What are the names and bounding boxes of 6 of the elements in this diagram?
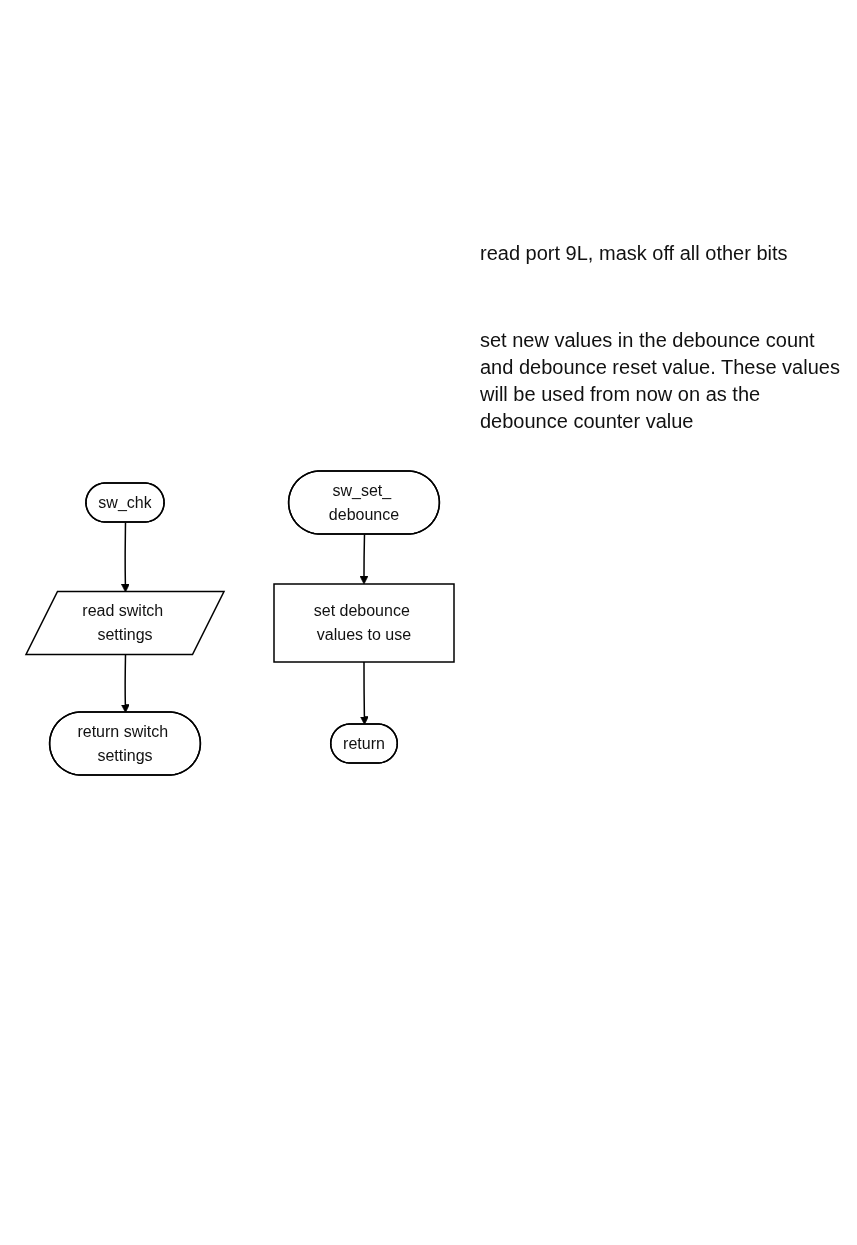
- note-text: set new values in the debounce count and debounce reset value. These values will be used from now on as the debounce counter value: [480, 328, 840, 434]
- arrow: [359, 533, 369, 584]
- node-box: set debounce values to use: [273, 582, 455, 663]
- arrow: [360, 660, 369, 725]
- note-text: read port 9L, mask off all other bits: [480, 241, 789, 266]
- arrow: [121, 521, 130, 592]
